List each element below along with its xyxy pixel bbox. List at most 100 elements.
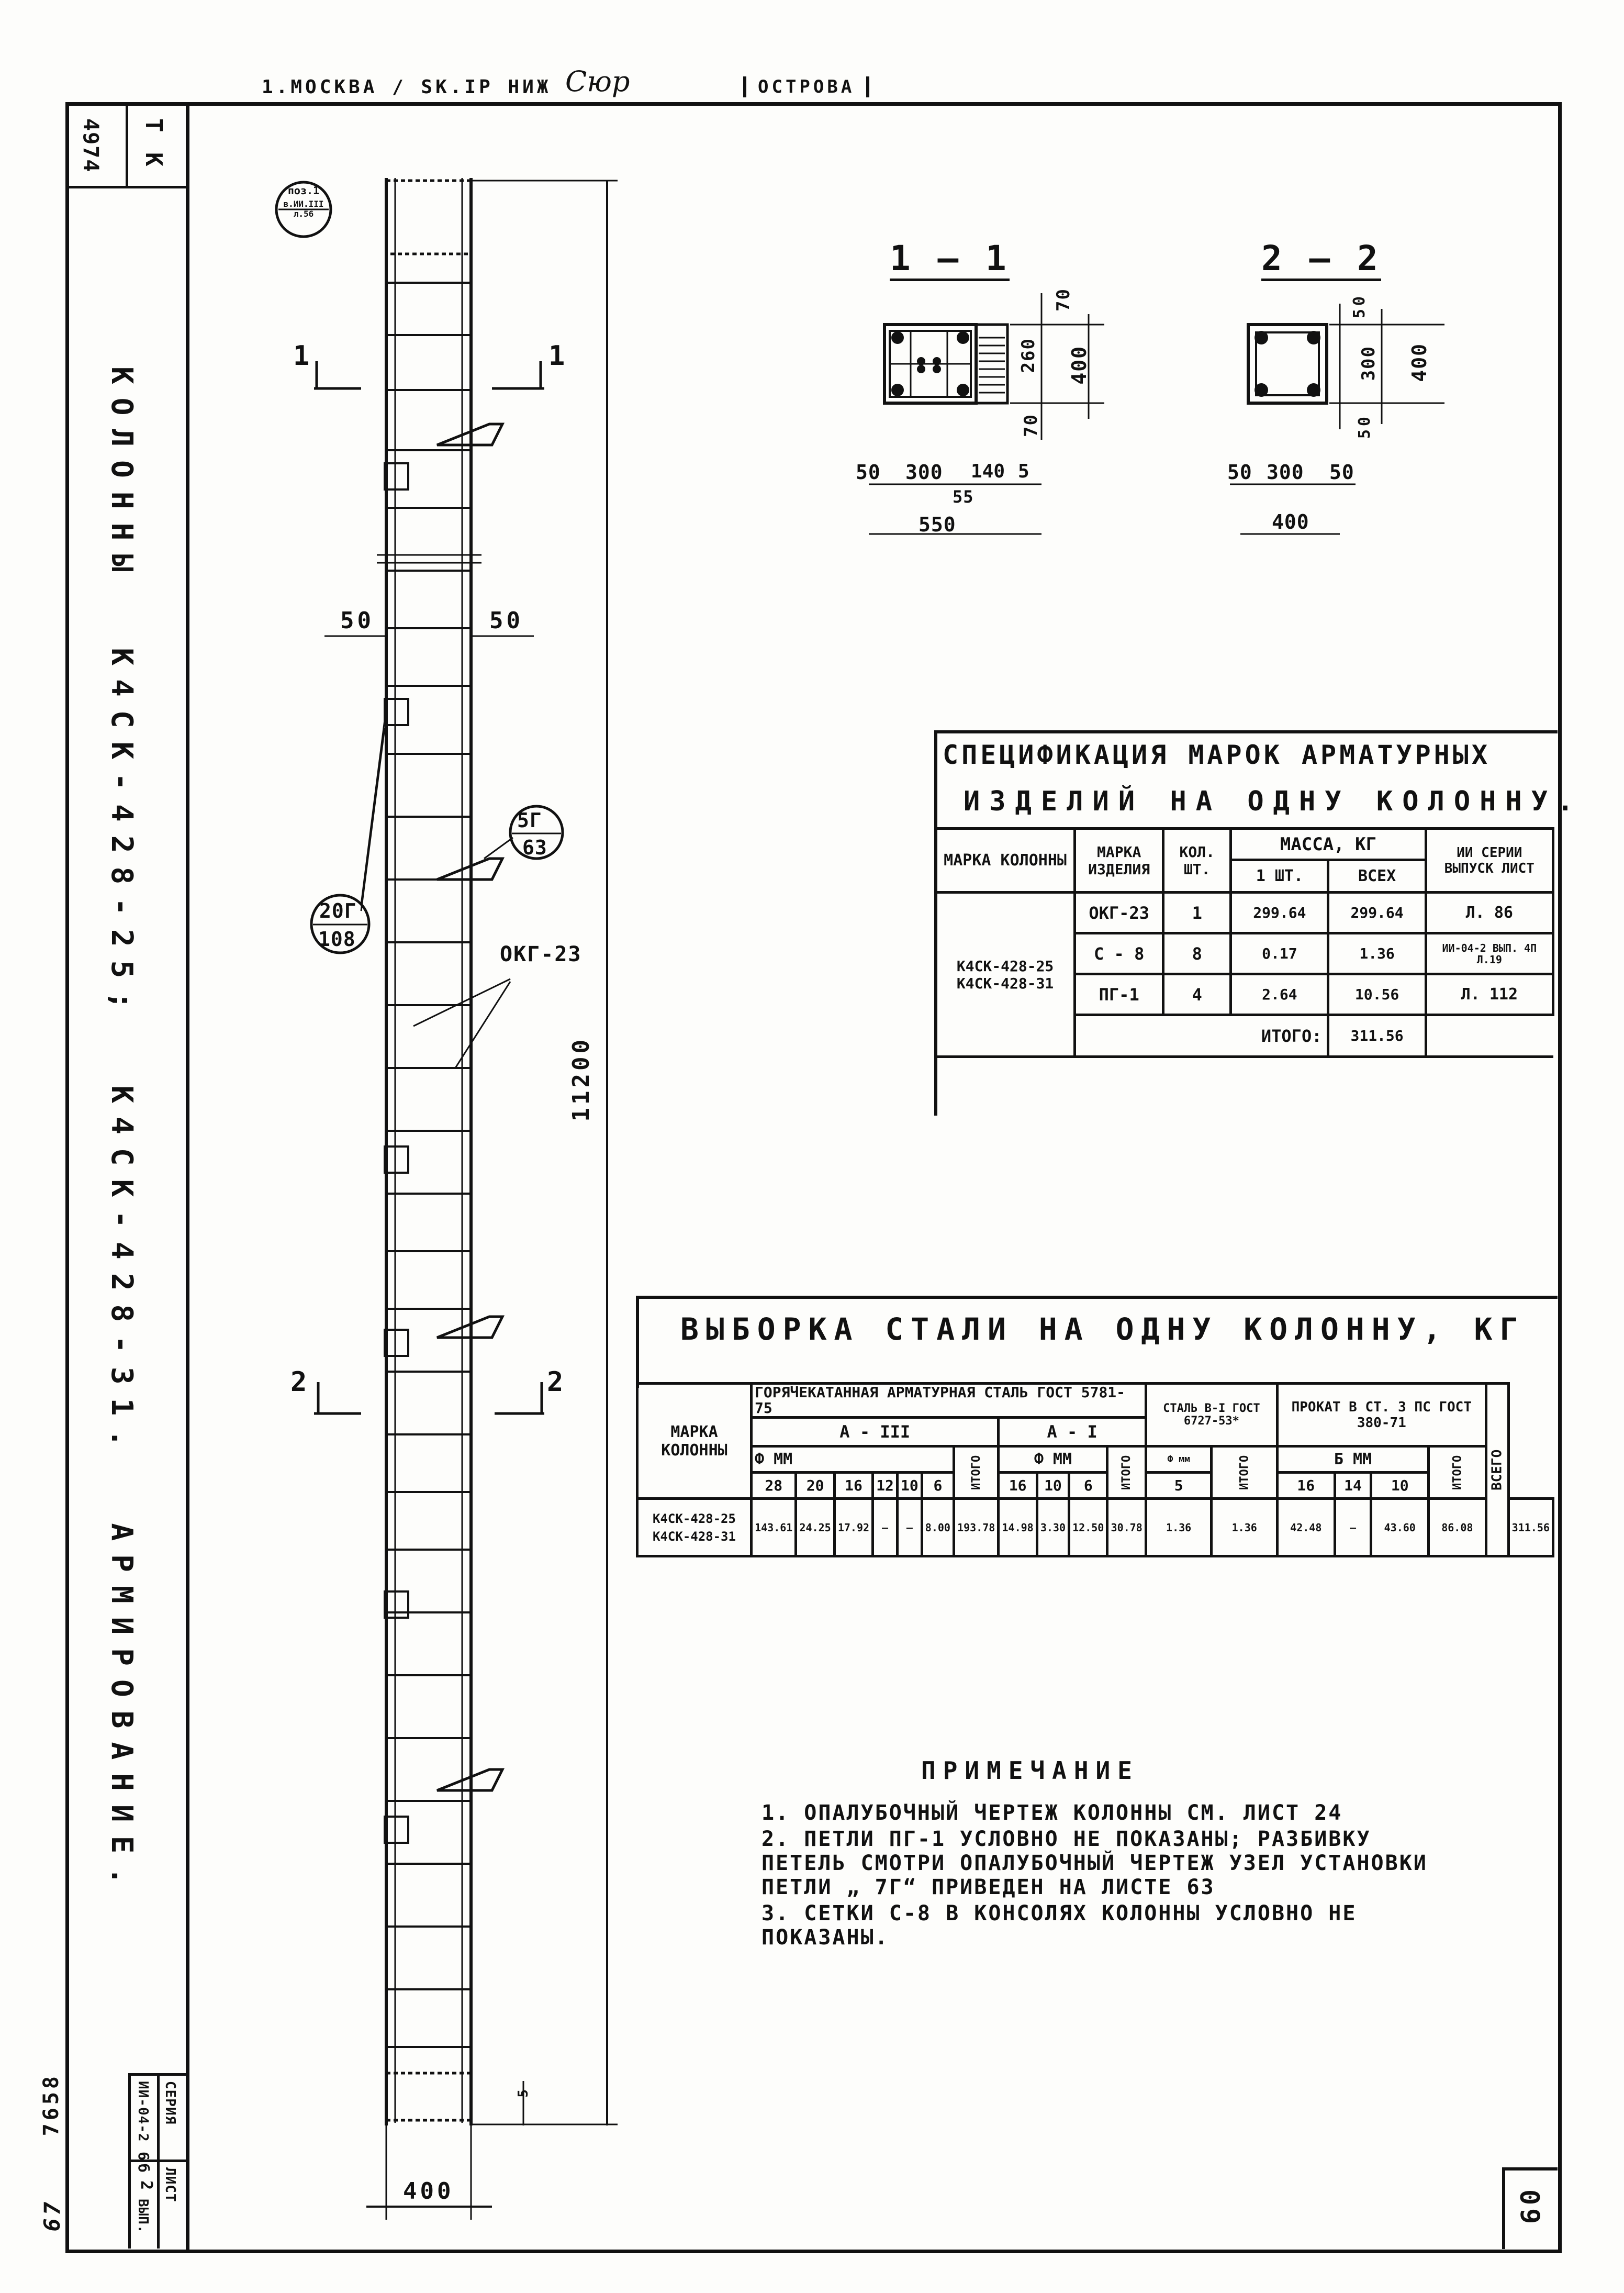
header-top-stamp: 1.МОСКВА / SK.IP НИЖ [262, 76, 552, 98]
s2-dim-300-bottom: 300 [1267, 461, 1304, 484]
steel-v-14: — [1333, 1497, 1373, 1557]
s2-dim-50-bottom: 50 [1356, 414, 1374, 439]
steel-title-border [636, 1296, 1558, 1388]
note-2: 2. ПЕТЛИ ПГ-1 УСЛОВНО НЕ ПОКАЗАНЫ; РАЗБИ… [761, 1827, 1428, 1899]
s1-dim-70-top: 70 [1053, 288, 1074, 311]
steel-h-hot-rolled: ГОРЯЧЕКАТАННАЯ АРМАТУРНАЯ СТАЛЬ ГОСТ 578… [750, 1382, 1147, 1419]
dim-5-small: 5 [516, 2086, 531, 2098]
s1-dim-140: 140 [971, 461, 1005, 482]
steel-h-itogo-a1: ИТОГО [1107, 1446, 1146, 1499]
sheet-frame [65, 102, 1562, 2253]
steel-h-b1: СТАЛЬ В-I ГОСТ 6727-53* [1144, 1382, 1279, 1448]
steel-d-20: 20 [794, 1471, 836, 1500]
spec-r3-item: ПГ-1 [1073, 973, 1165, 1016]
s1-dim-70-bottom: 70 [1021, 414, 1041, 437]
s1-dim-260: 260 [1018, 338, 1039, 373]
issue-value: 6б [135, 2152, 152, 2176]
steel-v-17: 311.56 [1507, 1497, 1555, 1557]
spec-total-value: 311.56 [1327, 1014, 1427, 1058]
s2-dim-300: 300 [1358, 346, 1379, 381]
spec-title-2: ИЗДЕЛИЙ НА ОДНУ КОЛОННУ. [964, 786, 1583, 817]
spec-r2-qty: 8 [1162, 932, 1233, 975]
steel-v-8: 3.30 [1035, 1497, 1071, 1557]
steel-v-6: 193.78 [953, 1497, 1000, 1557]
mark-20g: 20Г [319, 899, 357, 922]
steel-title: ВЫБОРКА СТАЛИ НА ОДНУ КОЛОННУ, КГ [680, 1311, 1526, 1347]
spec-title-1: СПЕЦИФИКАЦИЯ МАРОК АРМАТУРНЫХ [943, 740, 1491, 770]
left-strip-tk: Т К [140, 118, 167, 170]
sec1-left-label: 1 [293, 340, 313, 372]
spec-r1-qty: 1 [1162, 891, 1233, 934]
sheet-label: ЛИСТ [162, 2167, 178, 2202]
spec-h-qty: КОЛ. ШТ. [1162, 827, 1233, 894]
spec-r3-mall: 10.56 [1327, 973, 1427, 1016]
spec-r1-m1: 299.64 [1229, 891, 1330, 934]
steel-v-3: — [871, 1497, 899, 1557]
steel-d-b1-5: 5 [1144, 1471, 1213, 1500]
dim-11200: 11200 [568, 1037, 595, 1122]
steel-h-phi-a3: Ф ММ [749, 1445, 956, 1474]
steel-v-1: 24.25 [794, 1497, 836, 1557]
s1-dim-300: 300 [905, 461, 943, 484]
dim-400-bottom: 400 [403, 2178, 454, 2205]
spec-h-col-mark: МАРКА КОЛОННЫ [934, 827, 1077, 894]
steel-v-10: 30.78 [1106, 1497, 1147, 1557]
notes-list: 1. ОПАЛУБОЧНЫЙ ЧЕРТЕЖ КОЛОННЫ СМ. ЛИСТ 2… [761, 1801, 1442, 1950]
spec-h-item-mark: МАРКА ИЗДЕЛИЯ [1073, 827, 1165, 894]
spec-r3-m1: 2.64 [1229, 973, 1330, 1016]
s1-dim-5: 5 [1018, 461, 1033, 482]
left-strip-border [186, 102, 189, 2250]
spec-col-mark: К4СК-428-25 К4СК-428-31 [934, 891, 1077, 1058]
steel-v-2: 17.92 [833, 1497, 875, 1557]
notes-title: ПРИМЕЧАНИЕ [921, 1756, 1139, 1785]
spec-r1-mall: 299.64 [1327, 891, 1427, 934]
steel-v-12: 1.36 [1210, 1497, 1279, 1557]
s1-dim-400: 400 [1068, 346, 1091, 385]
spec-table: МАРКА КОЛОННЫ МАРКА ИЗДЕЛИЯ КОЛ. ШТ. МАС… [934, 827, 1555, 1058]
note-1: 1. ОПАЛУБОЧНЫЙ ЧЕРТЕЖ КОЛОННЫ СМ. ЛИСТ 2… [761, 1801, 1343, 1825]
mark-5g: 5Г [517, 809, 542, 832]
steel-d-12: 12 [871, 1471, 899, 1500]
steel-d-a1-10: 10 [1035, 1471, 1071, 1500]
spec-r1-ref: Л. 86 [1424, 891, 1555, 934]
header-signature: Сюр [565, 65, 630, 98]
section-2-title: 2 — 2 [1261, 238, 1381, 281]
dim-50-right: 50 [489, 607, 523, 634]
left-strip-hline [65, 186, 189, 188]
steel-h-itogo-a3: ИТОГО [954, 1446, 999, 1499]
dim-50-left: 50 [340, 607, 374, 634]
spec-h-mass-one: 1 ШТ. [1229, 859, 1330, 894]
steel-table: МАРКА КОЛОННЫ ГОРЯЧЕКАТАННАЯ АРМАТУРНАЯ … [636, 1382, 1555, 1557]
note-3: 3. СЕТКИ С-8 В КОНСОЛЯХ КОЛОННЫ УСЛОВНО … [761, 1901, 1357, 1950]
steel-v-0: 143.61 [749, 1497, 798, 1557]
s1-dim-50: 50 [856, 461, 881, 484]
spec-h-series: ИИ СЕРИИ ВЫПУСК ЛИСТ [1424, 827, 1555, 894]
mark-20g-sheet: 108 [318, 928, 356, 951]
steel-h-phi-b1: Ф мм [1144, 1445, 1213, 1474]
steel-h-itogo-b1: ИТОГО [1211, 1446, 1278, 1499]
steel-d-a1-6: 6 [1068, 1471, 1109, 1500]
series-label: СЕРИЯ [162, 2081, 178, 2125]
node-ref-3: л.56 [293, 209, 314, 219]
mark-5g-sheet: 63 [522, 836, 547, 859]
spec-r3-ref: Л. 112 [1424, 973, 1555, 1016]
left-strip-divider [126, 102, 128, 187]
left-strip-sheet-no: 4974 [79, 118, 103, 173]
steel-d-16: 16 [833, 1471, 875, 1500]
node-ref-2: в.ИИ.III [283, 199, 324, 209]
steel-h-a3: А - III [749, 1416, 1000, 1448]
s2-dim-400: 400 [1408, 343, 1431, 382]
header-name: ОСТРОВА [743, 76, 870, 97]
spec-r1-item: ОКГ-23 [1073, 891, 1165, 934]
spec-total-label: ИТОГО: [1073, 1014, 1330, 1058]
steel-h-phi-prokat: Б ММ [1275, 1445, 1430, 1474]
s1-dim-550: 550 [919, 513, 956, 536]
spec-r2-ref: ИИ-04-2 ВЫП. 4П Л.19 [1424, 932, 1555, 975]
node-ref-1: поз.1 [287, 184, 320, 197]
steel-d-a1-16: 16 [997, 1471, 1038, 1500]
steel-row-mark: К4СК-428-25 К4СК-428-31 [636, 1497, 753, 1557]
steel-h-phi-a1: Ф ММ [997, 1445, 1109, 1474]
steel-h-a1: А - I [997, 1416, 1147, 1448]
s2-dim-50-left: 50 [1227, 461, 1252, 484]
steel-d-p-16: 16 [1275, 1471, 1336, 1500]
